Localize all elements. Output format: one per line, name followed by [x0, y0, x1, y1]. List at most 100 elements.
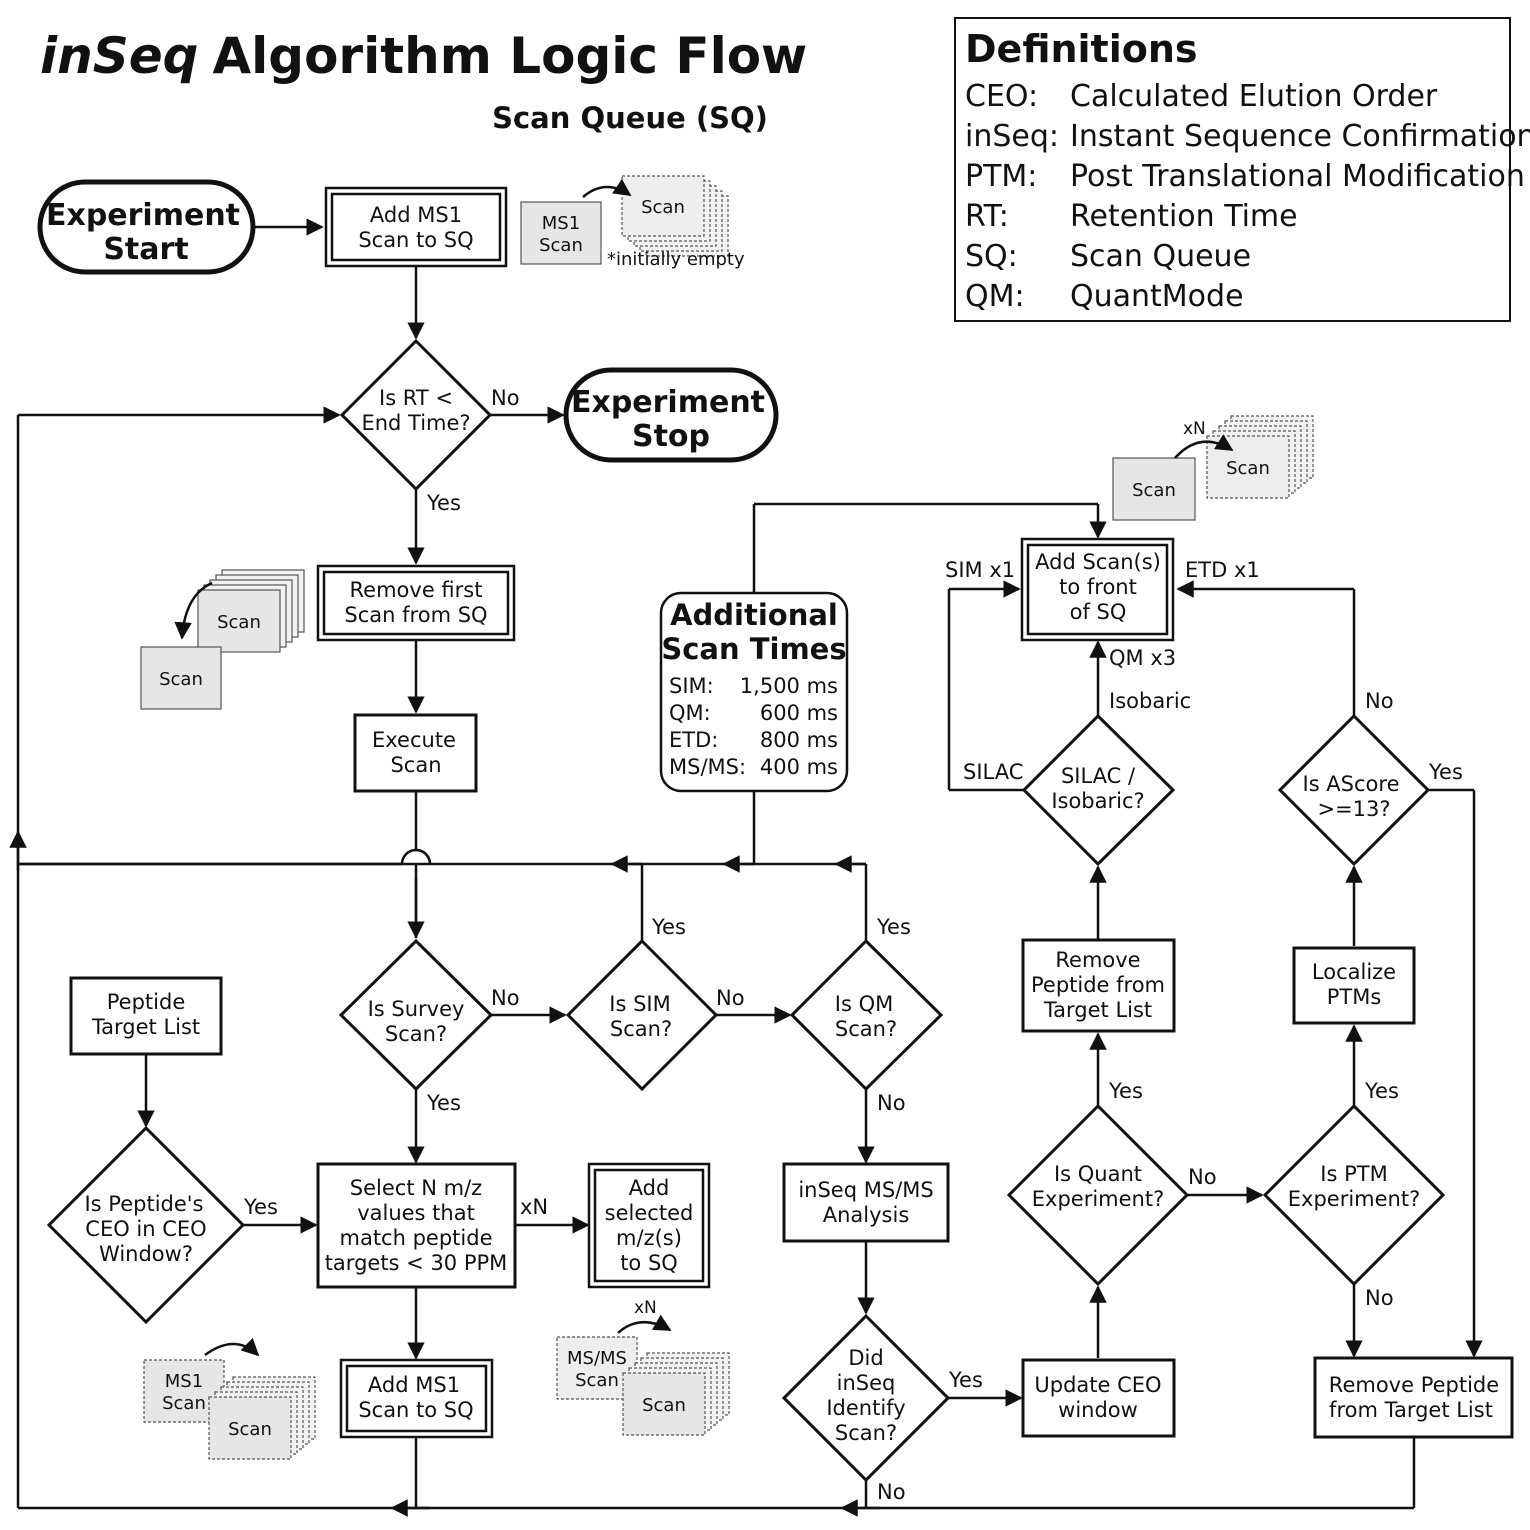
connectors: [9, 218, 1483, 1517]
svg-text:xN: xN: [520, 1195, 548, 1219]
svg-text:No: No: [716, 986, 745, 1010]
svg-text:QM x3: QM x3: [1109, 646, 1176, 670]
svg-text:No: No: [491, 986, 520, 1010]
definition-abbr: RT:: [965, 199, 1009, 234]
svg-text:Scan: Scan: [390, 753, 441, 777]
scan-time-key: QM:: [669, 701, 711, 725]
scan-time-key: ETD:: [669, 728, 718, 752]
svg-text:to front: to front: [1059, 575, 1137, 599]
did-inseq-identify-decision: Did inSeq Identify Scan?: [781, 1313, 951, 1483]
definition-text: Calculated Elution Order: [1070, 79, 1438, 114]
svg-text:SILAC: SILAC: [963, 760, 1023, 784]
svg-text:inSeq: inSeq: [837, 1371, 896, 1395]
add-ms1-scan-bottom-box: Add MS1 Scan to SQ: [339, 1358, 494, 1439]
svg-text:Remove Peptide: Remove Peptide: [1329, 1373, 1499, 1397]
svg-text:Scan?: Scan?: [835, 1421, 897, 1445]
is-ascore-decision: Is AScore >=13?: [1277, 713, 1431, 867]
svg-text:Additional: Additional: [670, 598, 838, 632]
scan-stack-icon: Scan: [1206, 415, 1314, 499]
scan-stack-icon: Scan: [621, 175, 729, 257]
remove-peptide-from-target-list-box: Remove Peptide from Target List: [1313, 1356, 1514, 1439]
silac-isobaric-decision: SILAC / Isobaric?: [1021, 713, 1176, 867]
experiment-stop-terminal: Experiment Stop: [563, 367, 779, 463]
svg-text:Window?: Window?: [99, 1242, 193, 1266]
svg-text:Add MS1: Add MS1: [368, 1373, 460, 1397]
svg-text:No: No: [1188, 1165, 1217, 1189]
edge-labels: No Yes No No Yes Yes Yes No xN Yes Yes N…: [243, 386, 1463, 1504]
svg-text:Is RT <: Is RT <: [379, 386, 453, 410]
add-selected-mz-box: Add selected m/z(s) to SQ: [587, 1162, 711, 1289]
svg-text:Peptide from: Peptide from: [1031, 973, 1165, 997]
svg-text:Yes: Yes: [1428, 760, 1463, 784]
add-ms1-scan-top-box: Add MS1 Scan to SQ: [324, 186, 508, 268]
definition-text: Instant Sequence Confirmation: [1070, 119, 1530, 154]
is-ptm-experiment-decision: Is PTM Experiment?: [1262, 1103, 1446, 1287]
svg-text:Analysis: Analysis: [823, 1203, 910, 1227]
execute-scan-box: Execute Scan: [353, 713, 478, 793]
svg-text:inSeq MS/MS: inSeq MS/MS: [798, 1178, 933, 1202]
definition-abbr: QM:: [965, 279, 1025, 314]
svg-text:Is Quant: Is Quant: [1054, 1162, 1142, 1186]
svg-text:MS/MS: MS/MS: [567, 1348, 627, 1369]
svg-text:SIM x1: SIM x1: [945, 558, 1015, 582]
svg-text:Scan: Scan: [228, 1419, 272, 1440]
svg-text:Scan to SQ: Scan to SQ: [358, 1398, 473, 1422]
svg-text:Yes: Yes: [1364, 1079, 1399, 1103]
svg-text:No: No: [491, 386, 520, 410]
scan-stack-icon: Scan: [208, 1376, 316, 1460]
svg-text:Yes: Yes: [651, 915, 686, 939]
svg-text:No: No: [877, 1091, 906, 1115]
svg-text:Stop: Stop: [632, 419, 710, 454]
definitions-heading: Definitions: [965, 27, 1198, 71]
svg-text:No: No: [1365, 689, 1394, 713]
svg-text:match peptide: match peptide: [340, 1226, 493, 1250]
scan-stack-icon: Scan: [197, 569, 305, 653]
definitions-box: Definitions CEO: Calculated Elution Order…: [954, 17, 1530, 322]
svg-text:Update CEO: Update CEO: [1034, 1373, 1161, 1397]
svg-text:>=13?: >=13?: [1317, 797, 1390, 821]
remove-peptide-target-list-box: Remove Peptide from Target List: [1021, 938, 1176, 1033]
svg-text:Scan: Scan: [575, 1370, 619, 1391]
is-quant-experiment-decision: Is Quant Experiment?: [1006, 1103, 1190, 1287]
experiment-start-terminal: Experiment Start: [37, 179, 256, 275]
svg-text:xN: xN: [634, 1298, 657, 1318]
svg-text:window: window: [1058, 1398, 1138, 1422]
svg-text:Isobaric: Isobaric: [1109, 689, 1191, 713]
svg-text:xN: xN: [1183, 419, 1206, 439]
svg-text:Experiment: Experiment: [571, 385, 765, 420]
scan-time-value: 400 ms: [760, 755, 838, 779]
svg-text:Experiment?: Experiment?: [1288, 1187, 1420, 1211]
svg-text:Localize: Localize: [1312, 960, 1396, 984]
definition-text: Retention Time: [1070, 199, 1298, 234]
svg-text:Execute: Execute: [372, 728, 456, 752]
definition-abbr: CEO:: [965, 79, 1038, 114]
svg-text:Add: Add: [629, 1176, 670, 1200]
svg-text:values that: values that: [357, 1201, 475, 1225]
remove-first-scan-box: Remove first Scan from SQ: [316, 564, 516, 642]
svg-text:Scan?: Scan?: [835, 1017, 897, 1041]
svg-text:from Target List: from Target List: [1329, 1398, 1493, 1422]
scan-icons: ScanScanScanScanxNMS1ScanScanMS/MSScanSc…: [140, 415, 1314, 1460]
initially-empty-note: *initially empty: [607, 249, 745, 270]
add-scans-to-front-box: Add Scan(s) to front of SQ: [1020, 537, 1175, 642]
scan-time-value: 600 ms: [760, 701, 838, 725]
svg-text:targets < 30 PPM: targets < 30 PPM: [325, 1251, 508, 1275]
localize-ptms-box: Localize PTMs: [1292, 946, 1416, 1025]
svg-text:Is PTM: Is PTM: [1320, 1162, 1387, 1186]
svg-text:Experiment: Experiment: [46, 198, 240, 233]
svg-text:No: No: [877, 1480, 906, 1504]
definition-text: QuantMode: [1070, 279, 1244, 314]
svg-text:Add Scan(s): Add Scan(s): [1035, 550, 1161, 574]
svg-text:Scan: Scan: [539, 235, 583, 256]
svg-text:Scan Times: Scan Times: [661, 632, 846, 666]
svg-text:of SQ: of SQ: [1070, 600, 1127, 624]
scan-time-key: MS/MS:: [669, 755, 746, 779]
svg-text:Target List: Target List: [1043, 998, 1152, 1022]
svg-text:Is QM: Is QM: [835, 992, 893, 1016]
inseq-msms-analysis-box: inSeq MS/MS Analysis: [782, 1162, 950, 1243]
definition-abbr: PTM:: [965, 159, 1037, 194]
svg-text:Scan to SQ: Scan to SQ: [358, 228, 473, 252]
svg-text:Is SIM: Is SIM: [609, 992, 670, 1016]
svg-text:Yes: Yes: [426, 1091, 461, 1115]
